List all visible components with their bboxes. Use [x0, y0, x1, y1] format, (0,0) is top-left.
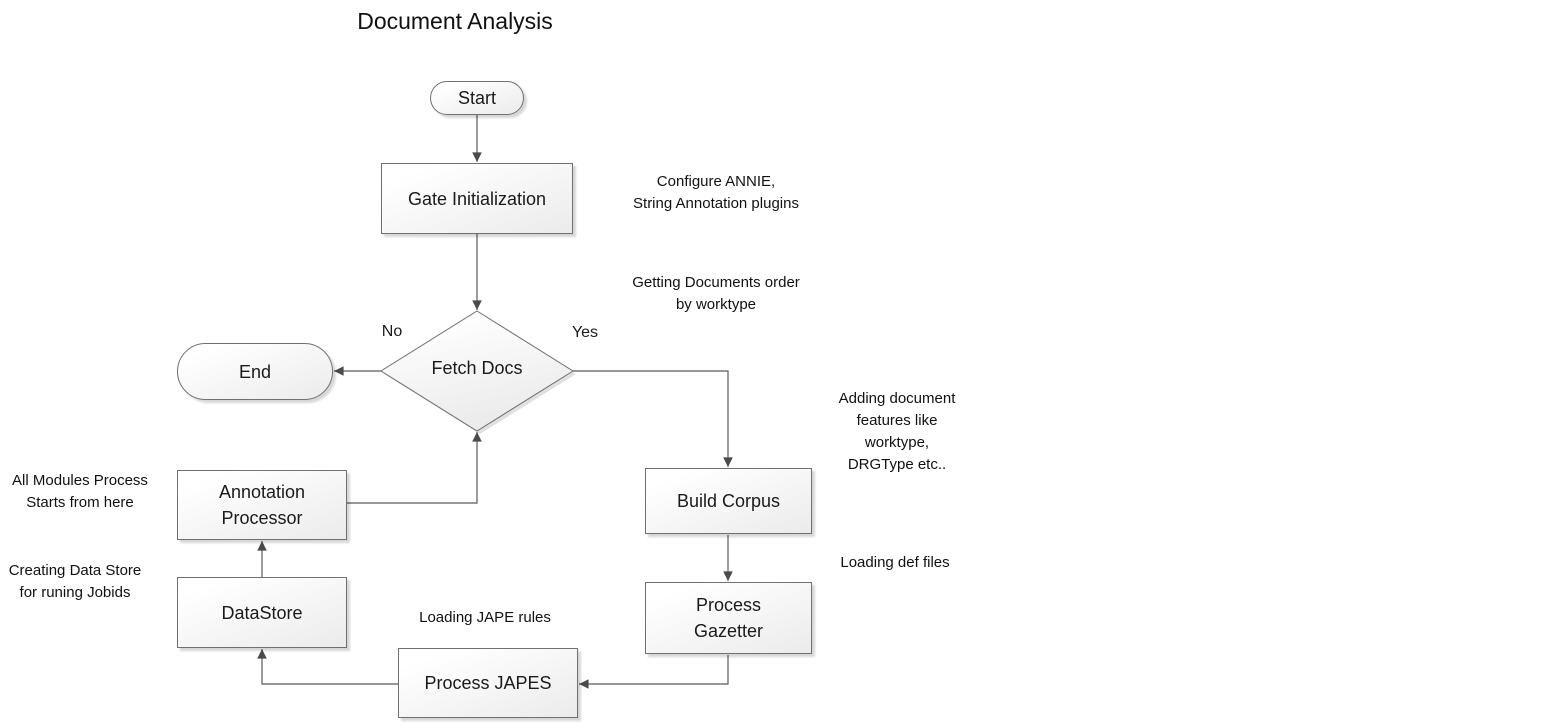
node-annotation-processor: Annotation Processor	[177, 470, 347, 540]
diagram-title: Document Analysis	[357, 8, 553, 34]
node-process-japes: Process JAPES	[398, 648, 578, 718]
node-start-label: Start	[457, 88, 496, 108]
node-build-corpus-label: Build Corpus	[676, 491, 781, 511]
node-process-japes-label: Process JAPES	[424, 673, 552, 693]
annotation-configure-plugins: Configure ANNIE, String Annotation plugi…	[633, 173, 799, 212]
node-gate-initialization-label: Gate Initialization	[407, 188, 547, 209]
annotation-getting-documents: Getting Documents order by worktype	[632, 274, 800, 313]
connector-fetchdocs-to-buildcorpus	[573, 370, 733, 467]
annotation-adding-features: Adding document features like worktype, …	[838, 390, 956, 473]
node-end-label: End	[238, 361, 272, 382]
node-process-gazetter-label: Process Gazetter	[693, 595, 764, 641]
connector-japes-to-datastore	[257, 648, 398, 685]
node-build-corpus: Build Corpus	[645, 468, 812, 534]
connector-gazetter-to-japes	[578, 655, 729, 689]
annotation-loading-jape-rules: Loading JAPE rules	[419, 609, 551, 626]
node-gate-initialization: Gate Initialization	[381, 163, 573, 234]
edge-label-yes: Yes	[571, 324, 599, 341]
connector-annotationprocessor-to-fetchdocs	[347, 432, 482, 504]
node-fetch-docs-label: Fetch Docs	[431, 358, 523, 378]
annotation-all-modules: All Modules Process Starts from here	[12, 472, 148, 511]
fetch-docs-diamond	[380, 310, 574, 432]
node-start: Start	[430, 81, 524, 115]
annotation-loading-def-files: Loading def files	[840, 554, 950, 571]
node-datastore: DataStore	[177, 577, 347, 648]
node-process-gazetter: Process Gazetter	[645, 582, 812, 654]
node-datastore-label: DataStore	[221, 602, 303, 623]
edge-label-no: No	[381, 323, 403, 340]
annotation-creating-datastore: Creating Data Store for runing Jobids	[8, 562, 142, 601]
node-annotation-processor-label: Annotation Processor	[218, 482, 306, 528]
node-end: End	[177, 343, 333, 400]
